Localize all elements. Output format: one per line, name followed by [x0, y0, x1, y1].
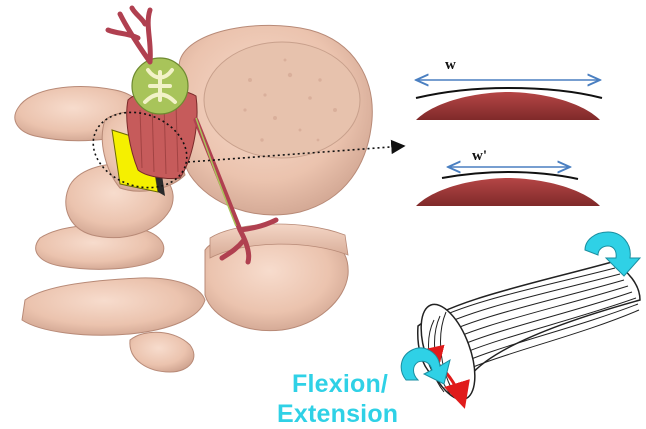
gray-matter: [145, 70, 175, 102]
upper-nerve-root: [108, 8, 150, 62]
width-after-surface-line: [442, 172, 578, 179]
vertebral-endplate: [204, 42, 360, 158]
inferior-articular-process: [130, 332, 194, 372]
ligament-fiber-model: [410, 262, 640, 407]
extension-label: Extension: [277, 402, 398, 427]
width-before-lens: [416, 92, 600, 120]
width-before-group: [416, 80, 602, 120]
flexion-label: Flexion/: [292, 372, 388, 397]
width-after-group: [416, 167, 600, 206]
width-after-label: w': [472, 149, 487, 164]
width-after-lens: [416, 178, 600, 206]
lower-spinous-process: [22, 278, 205, 335]
width-before-label: w: [445, 58, 456, 73]
vertebra-illustration: [15, 8, 372, 372]
